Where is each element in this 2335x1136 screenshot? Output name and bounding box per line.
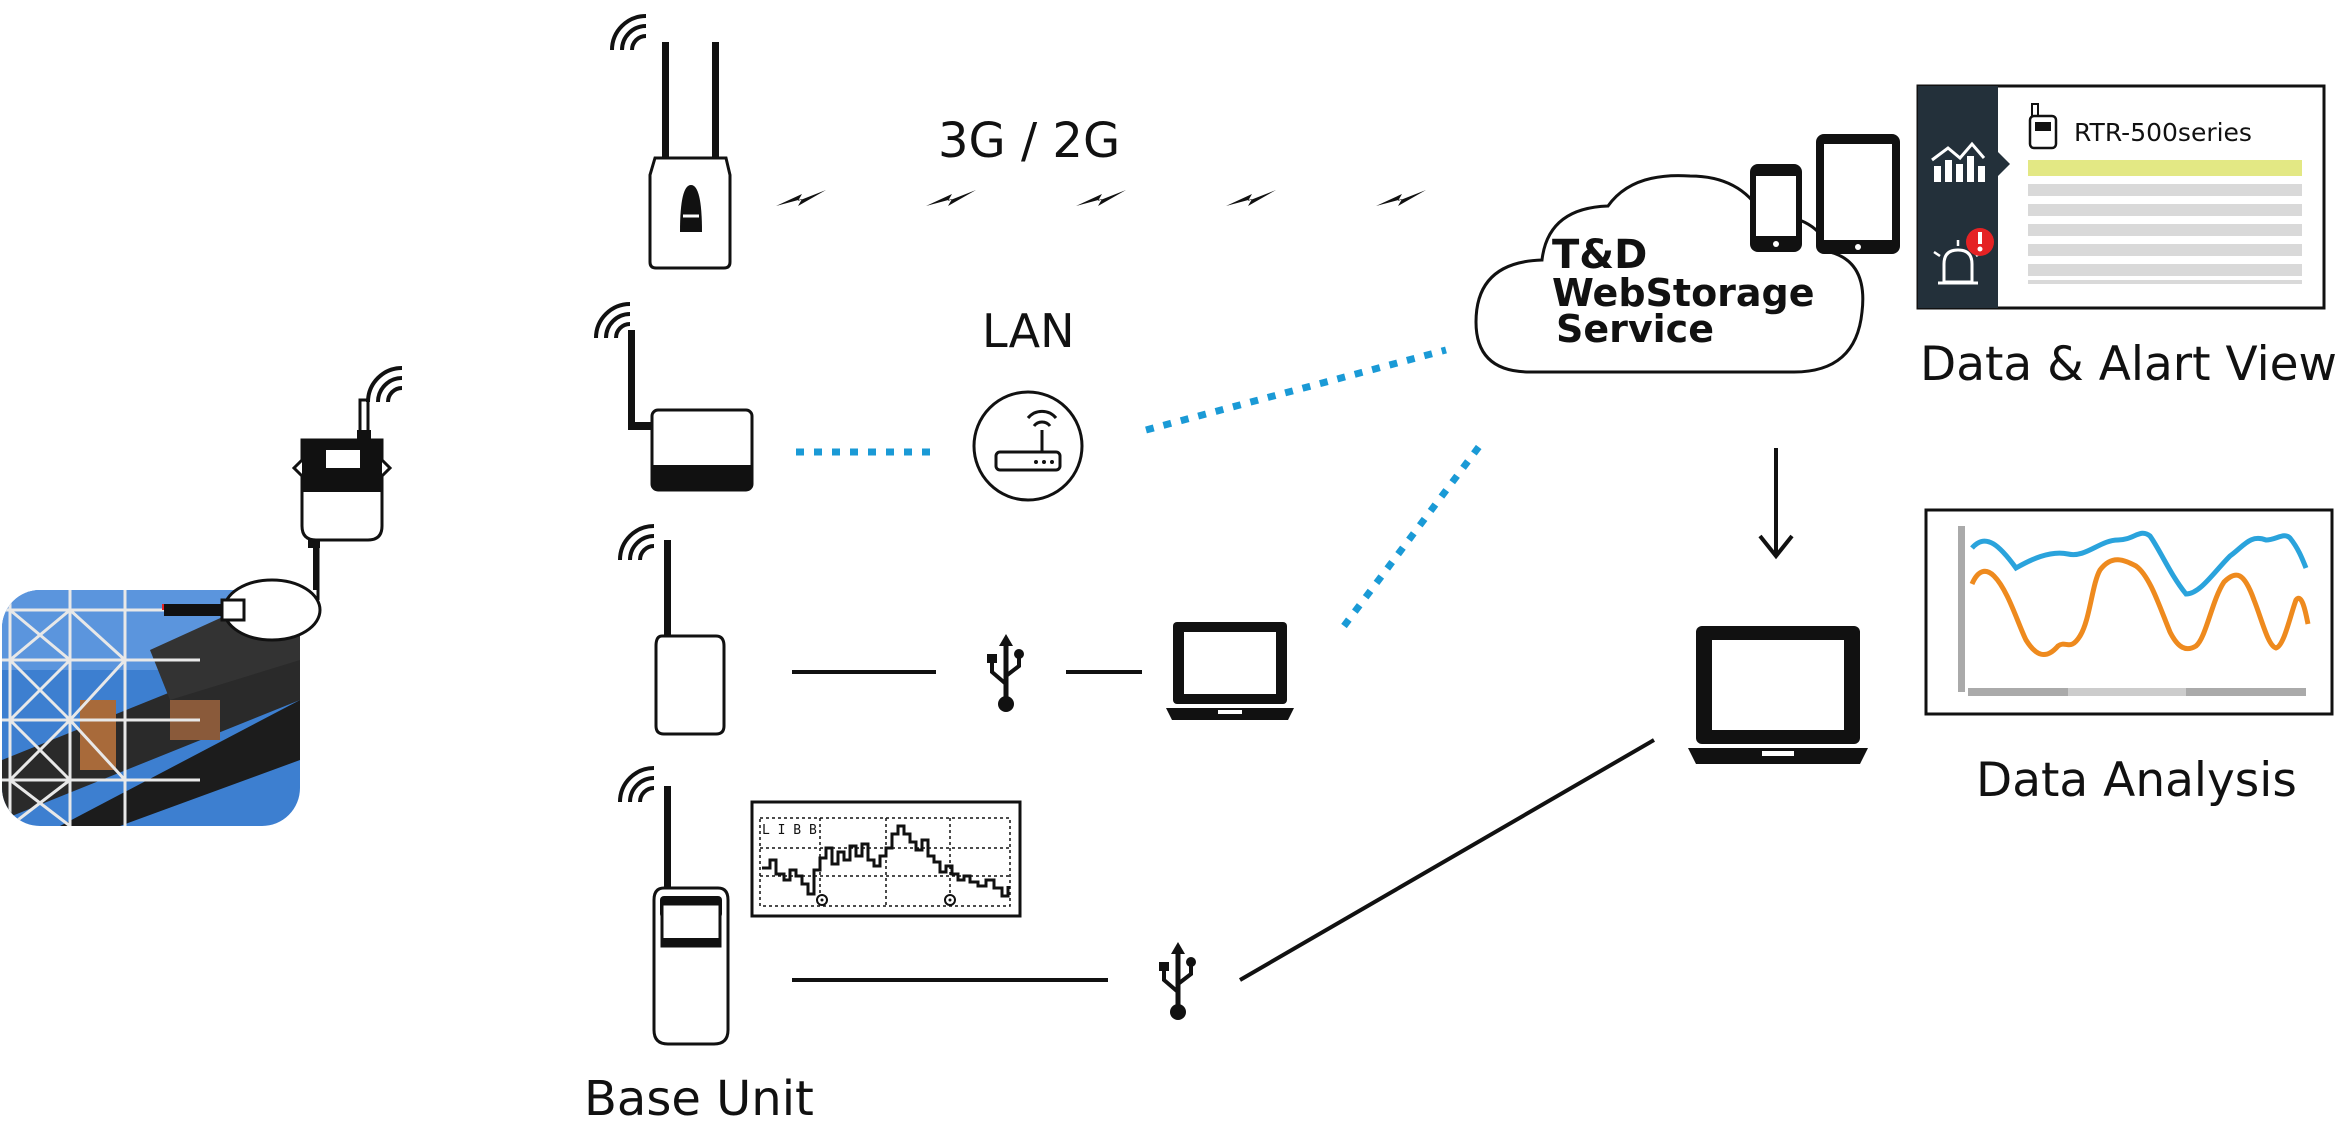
- series-orange-line: [1969, 557, 2311, 657]
- highlight-row: [2028, 160, 2302, 176]
- data-analysis-label: Data Analysis: [1976, 753, 2297, 808]
- cloud-subtitle: WebStorage: [1552, 271, 1815, 315]
- antenna-left: [662, 42, 669, 160]
- logger-display: [326, 450, 360, 468]
- router-icon: [972, 390, 1084, 502]
- cellular-link: [776, 190, 1426, 206]
- antenna: [664, 786, 671, 890]
- laptop-cloud-dotted: [1341, 437, 1487, 629]
- wifi-icon: [618, 524, 656, 562]
- panel-sidebar: [1918, 86, 1998, 308]
- sensor-probe: [164, 604, 222, 616]
- wifi-icon: [366, 366, 404, 404]
- wifi-icon: [618, 766, 656, 804]
- usb-icon: [1159, 942, 1196, 1020]
- table-row: [2028, 184, 2302, 196]
- alarm-icon: [1933, 228, 1994, 285]
- series-blue-line: [1970, 530, 2309, 597]
- antenna: [664, 540, 671, 640]
- chart-y-axis: [1958, 526, 1965, 692]
- data-alert-view-label: Data & Alart View: [1920, 337, 2335, 392]
- device-thumbnail-icon: [2028, 103, 2058, 150]
- wireless-logger: [220, 366, 404, 642]
- router-cloud-dotted: [1145, 346, 1447, 434]
- base-unit-handheld: [618, 766, 730, 1046]
- lcd-label: L I B B: [762, 823, 817, 838]
- cellular-label: 3G / 2G: [938, 113, 1120, 169]
- table-row: [2028, 224, 2302, 236]
- usb-cable-to-laptop: [1238, 738, 1656, 982]
- base-unit-lan: [594, 302, 754, 492]
- lcd-graph-display: L I B B: [750, 800, 1022, 918]
- router: [972, 390, 1084, 502]
- base-unit-cellular: [610, 14, 732, 270]
- laptop-icon: [1166, 622, 1294, 720]
- webstorage-cloud: T&D WebStorage Service: [1474, 174, 1865, 374]
- usb-icon: [987, 634, 1024, 712]
- antenna-right: [712, 42, 719, 160]
- wifi-icon: [594, 302, 632, 340]
- data-alert-panel: RTR-500series: [1916, 84, 2326, 310]
- base-unit-label: Base Unit: [584, 1071, 814, 1127]
- table-row: [2028, 204, 2302, 216]
- smartphone-icon: [1750, 164, 1802, 252]
- tablet-icon: [1816, 134, 1900, 254]
- base-unit-usb: [618, 524, 726, 736]
- table-row: [2028, 244, 2302, 256]
- analysis-laptop: [1688, 626, 1868, 764]
- table-row: [2028, 280, 2302, 284]
- wifi-icon: [610, 14, 648, 52]
- cloud-title: T&D: [1552, 232, 1647, 278]
- device-series-label: RTR-500series: [2074, 118, 2252, 147]
- data-analysis-panel: [1924, 508, 2334, 716]
- chart-icon: [1931, 141, 1986, 182]
- antenna: [628, 330, 635, 430]
- table-row: [2028, 264, 2302, 276]
- chart-x-axis: [1968, 688, 2068, 696]
- cloud-subtitle-2: Service: [1556, 307, 1714, 351]
- arrow-down-icon: [1758, 448, 1794, 560]
- lan-label: LAN: [982, 304, 1075, 358]
